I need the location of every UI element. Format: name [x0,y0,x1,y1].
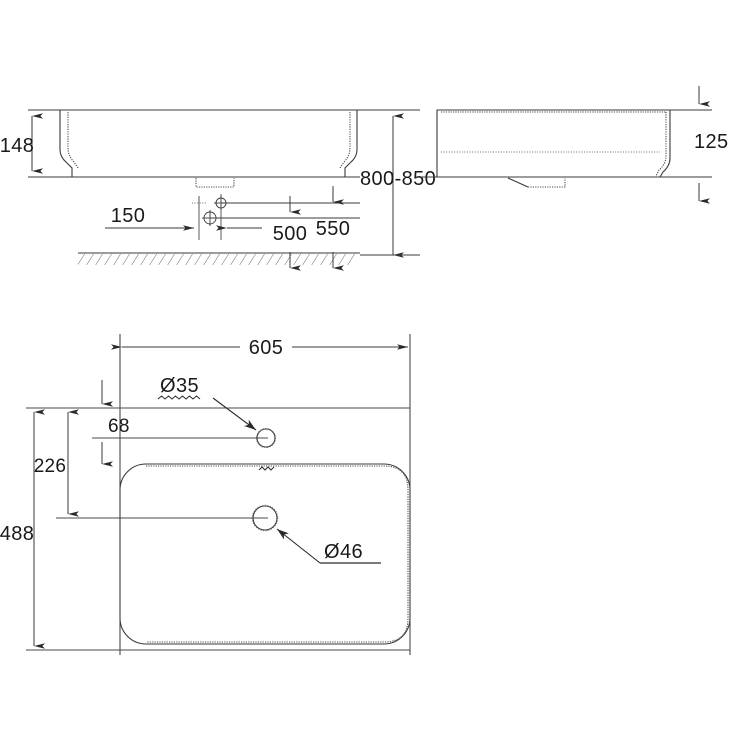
dim-148-text: 148 [0,135,34,157]
front-elevation-view: 148 800-850 [0,109,436,271]
label-dia35: Ø35 [157,375,257,431]
dim-125: 125 [694,86,729,204]
side-elevation-view: 125 [420,86,729,204]
front-underside-detail [195,178,235,188]
side-drain-detail-dotted [528,178,566,188]
dim-68: 68 [101,380,130,467]
plan-bowl-rect-dotted [146,465,409,643]
dim-226: 226 [34,409,79,517]
floor-hatch [78,254,356,265]
label-dia46: Ø46 [276,528,381,564]
plan-overflow-mark [258,466,275,471]
side-basin-outline [436,109,671,178]
dim-68-text: 68 [108,416,130,437]
dim-148: 148 [0,113,43,174]
dia35-text: Ø35 [160,375,199,397]
front-basin-hidden-left [67,112,79,169]
front-basin-outline [59,109,358,178]
plan-tap-hole [256,428,276,448]
plan-bowl-rect [119,463,411,645]
plan-waste-hole [252,505,278,531]
dim-488: 488 [0,409,45,649]
floor-line-group [78,252,360,265]
dia46-text: Ø46 [324,541,363,563]
dim-125-text: 125 [694,131,729,153]
dim-488-text: 488 [0,523,34,545]
dim-605: 605 [111,337,408,359]
side-basin-right-dotted [655,112,667,177]
dim-550-text: 550 [316,218,351,240]
supply-center-marks [192,194,228,240]
dim-500-text: 500 [273,223,308,245]
dim-800-850: 800-850 [360,113,436,258]
plan-tap-hole-dotted [255,427,277,449]
dim-150: 150 [105,205,262,231]
plan-waste-hole-dotted [251,504,279,532]
plan-view: 605 Ø35 Ø46 [0,334,411,655]
dim-800-850-text: 800-850 [360,168,436,190]
dim-150-text: 150 [111,205,146,227]
dim-605-text: 605 [249,337,284,359]
side-drain-detail [507,177,529,188]
dia35-squiggle [157,395,201,400]
front-basin-hidden-right [339,112,351,169]
dim-226-text: 226 [34,456,67,477]
